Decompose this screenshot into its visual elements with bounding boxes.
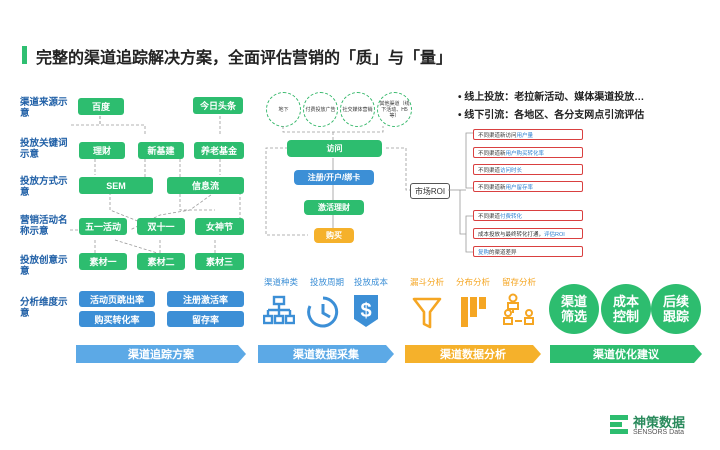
dimension-bounce: 活动页跳出率 <box>79 291 155 307</box>
channel-circle-offline: 地下 <box>266 92 301 127</box>
row-label-method: 投放方式示意 <box>20 176 68 198</box>
flow-connectors <box>265 126 410 236</box>
creative-3: 素材三 <box>195 253 244 270</box>
dimension-activation: 注册激活率 <box>167 291 244 307</box>
flow-activate: 激活理财 <box>304 200 364 215</box>
bullet-online: • 线上投放：老拉新活动、媒体渠道投放… <box>458 92 645 103</box>
compare-item: 不同渠道新用户留存率 <box>473 181 583 192</box>
sensors-logo-icon <box>610 415 628 434</box>
row-label-source: 渠道来源示意 <box>20 97 68 119</box>
campaign-nvshen: 女神节 <box>195 218 244 235</box>
campaign-shuangshiyi: 双十一 <box>137 218 185 235</box>
analyze-label-retention: 留存分析 <box>502 277 537 287</box>
channel-circle-paid: 付费投放广告 <box>303 92 338 127</box>
row-label-keyword: 投放关键词示意 <box>20 138 68 160</box>
row-label-dimension: 分析维度示意 <box>20 297 68 319</box>
channel-circle-other: 其他渠道（线下活动、H5等） <box>377 92 412 127</box>
logo-sub: SENSORS Data <box>633 429 684 436</box>
hierarchy-icon <box>263 295 295 325</box>
distribution-icon <box>461 297 486 327</box>
compare-item: 不同渠道付费转化 <box>473 210 583 221</box>
keyword-xinjijian: 新基建 <box>138 142 184 159</box>
compare-item: 成本投放与最终转化打通，评估ROI <box>473 228 583 239</box>
keyword-yanglao: 养老基金 <box>194 142 244 159</box>
creative-2: 素材二 <box>137 253 185 270</box>
flow-register: 注册/开户/绑卡 <box>294 170 374 185</box>
roi-label: 市场ROI <box>410 183 450 199</box>
compare-item: 不同渠道访问时长 <box>473 164 583 175</box>
retention-icon <box>503 293 534 325</box>
dimension-retention: 留存率 <box>167 311 244 327</box>
banner-collection: 渠道数据采集 <box>258 345 394 363</box>
creative-1: 素材一 <box>79 253 127 270</box>
method-feed: 信息流 <box>167 177 244 194</box>
compare-item: 不同渠道新用户购买转化率 <box>473 147 583 158</box>
suggestion-filter: 渠道筛选 <box>549 284 599 334</box>
page-title: 完整的渠道追踪解决方案，全面评估营销的「质」与「量」 <box>36 50 453 67</box>
keyword-licai: 理财 <box>79 142 125 159</box>
row-label-campaign: 营销活动名称示意 <box>20 215 68 237</box>
funnel-icon <box>412 297 442 329</box>
flow-visit: 访问 <box>287 140 382 157</box>
svg-text:$: $ <box>360 300 371 322</box>
banner-tracking: 渠道追踪方案 <box>76 345 246 363</box>
dollar-icon: $ <box>354 295 378 327</box>
title-accent-bar <box>22 46 27 64</box>
roi-brackets <box>448 132 473 253</box>
method-sem: SEM <box>79 177 153 194</box>
dimension-purchase: 购买转化率 <box>79 311 155 327</box>
banner-optimization: 渠道优化建议 <box>550 345 702 363</box>
suggestion-track: 后续跟踪 <box>651 284 701 334</box>
clock-icon <box>307 296 339 328</box>
collect-label-period: 投放周期 <box>310 277 345 287</box>
campaign-wuyi: 五一活动 <box>79 218 127 235</box>
banner-analysis: 渠道数据分析 <box>405 345 541 363</box>
logo-name: 神策数据 <box>633 415 686 430</box>
bullet-offline: • 线下引流：各地区、各分支网点引流评估 <box>458 110 645 121</box>
analyze-label-distribution: 分布分析 <box>456 277 491 287</box>
source-toutiao: 今日头条 <box>193 97 243 114</box>
compare-item: 复购的渠道差异 <box>473 246 583 257</box>
collect-label-cost: 投放成本 <box>354 277 389 287</box>
source-baidu: 百度 <box>78 98 124 115</box>
analyze-label-funnel: 漏斗分析 <box>410 277 445 287</box>
suggestion-cost: 成本控制 <box>601 284 651 334</box>
compare-item: 不同渠道新访问用户量 <box>473 129 583 140</box>
collect-label-type: 渠道种类 <box>264 277 299 287</box>
row-label-creative: 投放创意示意 <box>20 255 68 277</box>
flow-purchase: 购买 <box>314 228 354 243</box>
channel-circle-social: 社交媒体营销 <box>340 92 375 127</box>
